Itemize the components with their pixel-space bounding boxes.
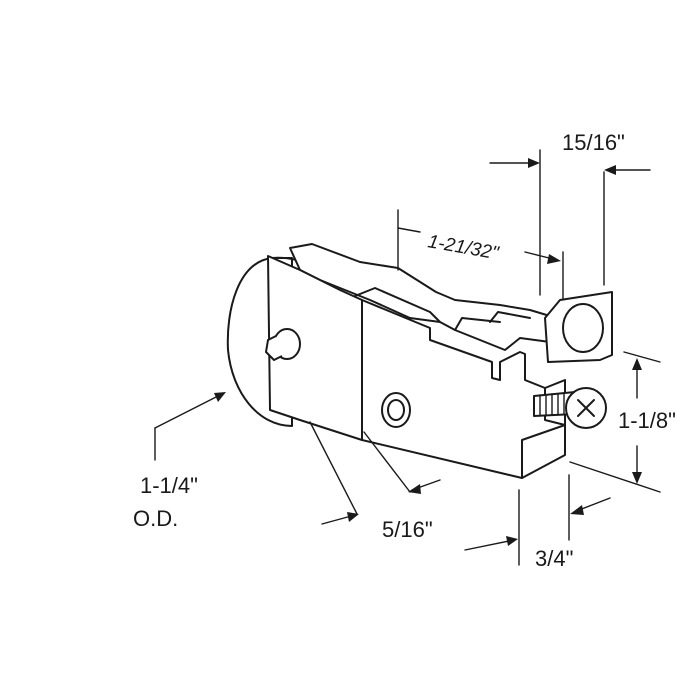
- dim-label-wheel-od-suffix: O.D.: [133, 506, 178, 531]
- dimension-wheel-thickness: 5/16": [309, 421, 441, 542]
- dimension-wheel-od: 1-1/4" O.D.: [133, 392, 226, 531]
- housing-body: [267, 243, 613, 479]
- dim-label-height: 1-1/8": [618, 408, 676, 433]
- axle-stud: [265, 328, 301, 361]
- dim-label-width-top: 15/16": [562, 130, 625, 155]
- dimension-width-top: 15/16": [489, 130, 651, 296]
- dim-label-length: 1-21/32": [426, 231, 501, 264]
- adjustment-screw: [533, 387, 607, 429]
- dim-label-wheel-od-value: 1-1/4": [140, 473, 198, 498]
- adjustment-hole: [381, 392, 411, 428]
- dimension-height: 1-1/8": [569, 351, 676, 493]
- dim-label-wheel-thickness: 5/16": [382, 517, 433, 542]
- dimension-body-width: 3/4": [464, 474, 611, 571]
- dim-label-body-width: 3/4": [535, 546, 573, 571]
